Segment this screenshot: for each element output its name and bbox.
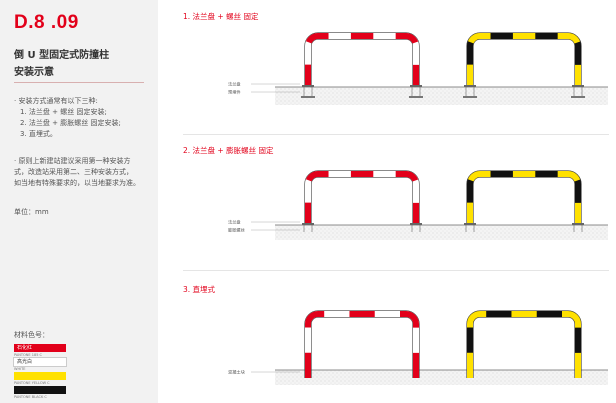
rail-yellow-2-base xyxy=(467,171,581,225)
panel-2-title: 2. 法兰盘 + 膨胀螺丝 固定 xyxy=(183,146,274,155)
panel-separator-2 xyxy=(183,270,609,271)
rail-red-2 xyxy=(304,170,420,225)
swatch-white-code: WHITE xyxy=(14,367,26,371)
panel-2-label-2: 膨胀螺丝 xyxy=(228,227,245,234)
rail-red-3-base xyxy=(305,311,419,378)
panel-2-label-1: 法兰盘 xyxy=(228,219,241,226)
flange-plate-1-1-0 xyxy=(464,85,476,87)
rail-yellow-2-stripes xyxy=(467,171,581,225)
rail-yellow-3-base xyxy=(467,311,581,378)
principle-line-3: 如当地有特殊要求的，以当地要求为准。 xyxy=(14,179,140,187)
ground-block-1 xyxy=(275,87,608,105)
title-divider xyxy=(14,82,144,83)
flange-plate-1-1-1 xyxy=(572,85,584,87)
swatch-red-code: PANTONE 185 C xyxy=(14,353,42,357)
rail-yellow-1 xyxy=(466,32,582,87)
rail-red-2-stripes xyxy=(305,171,419,225)
rail-red-1-stripes xyxy=(305,33,419,87)
flange-plate-2-0-1 xyxy=(410,223,422,225)
rail-red-2-base xyxy=(305,171,419,225)
materials-title: 材料色号： xyxy=(14,331,49,339)
panel-1-title: 1. 法兰盘 + 螺丝 固定 xyxy=(183,12,259,21)
rail-yellow-3-stripes xyxy=(467,311,581,378)
drawing-code: D.8 .09 xyxy=(14,12,79,33)
flange-plate-1-0-0 xyxy=(302,85,314,87)
panel-3-title: 3. 直埋式 xyxy=(183,285,216,294)
page-subtitle: 安装示意 xyxy=(14,67,54,78)
install-intro: · 安装方式通常有以下三种: xyxy=(14,97,98,105)
swatch-black-code: PANTONE BLACK C xyxy=(14,395,47,399)
embed-plate-1-1-1 xyxy=(571,96,585,98)
rail-yellow-3 xyxy=(466,310,582,378)
sidebar: D.8 .09 倒 U 型固定式防撞柱 安装示意 · 安装方式通常有以下三种: … xyxy=(0,0,158,403)
rail-yellow-1-outline xyxy=(466,32,582,87)
rail-red-3-stripes xyxy=(305,311,419,378)
rail-red-1 xyxy=(304,32,420,87)
panel-3-label-1: 混凝土块 xyxy=(228,369,246,376)
rail-yellow-1-stripes xyxy=(467,33,581,87)
rail-red-1-base xyxy=(305,33,419,87)
ground-block-3 xyxy=(275,370,608,385)
ground-block-2 xyxy=(275,225,608,240)
rail-yellow-2-outline xyxy=(466,170,582,225)
page-title: 倒 U 型固定式防撞柱 xyxy=(14,50,110,61)
install-item-1: 1. 法兰盘 + 螺丝 固定安装; xyxy=(20,108,107,116)
rail-yellow-1-base xyxy=(467,33,581,87)
embed-plate-1-0-1 xyxy=(409,96,423,98)
rail-yellow-2 xyxy=(466,170,582,225)
flange-plate-1-0-1 xyxy=(410,85,422,87)
panel-1-label-1: 法兰盘 xyxy=(228,81,241,88)
rail-red-1-outline xyxy=(304,32,420,87)
rail-red-3 xyxy=(304,310,420,378)
flange-plate-2-1-1 xyxy=(572,223,584,225)
swatch-yellow-code: PANTONE YELLOW C xyxy=(14,381,50,385)
install-item-3: 3. 直埋式。 xyxy=(20,130,57,138)
unit-note: 单位：mm xyxy=(14,208,49,216)
principle-line-1: · 原则上新建站建议采用第一种安装方 xyxy=(14,157,131,165)
rail-yellow-3-outline xyxy=(466,310,582,378)
panel-separator-1 xyxy=(183,134,609,135)
rail-red-3-outline xyxy=(304,310,420,378)
install-item-2: 2. 法兰盘 + 膨胀螺丝 固定安装; xyxy=(20,119,121,127)
swatch-black xyxy=(14,386,66,394)
rail-red-2-outline xyxy=(304,170,420,225)
panel-1-label-2: 预埋件 xyxy=(228,89,241,96)
principle-line-2: 式，改造站采用第二、三种安装方式， xyxy=(14,168,133,176)
embed-plate-1-0-0 xyxy=(301,96,315,98)
embed-plate-1-1-0 xyxy=(463,96,477,98)
swatch-white: 高光白 xyxy=(13,357,67,367)
flange-plate-2-1-0 xyxy=(464,223,476,225)
flange-plate-2-0-0 xyxy=(302,223,314,225)
swatch-red: 石化红 xyxy=(14,344,66,352)
swatch-yellow xyxy=(14,372,66,380)
